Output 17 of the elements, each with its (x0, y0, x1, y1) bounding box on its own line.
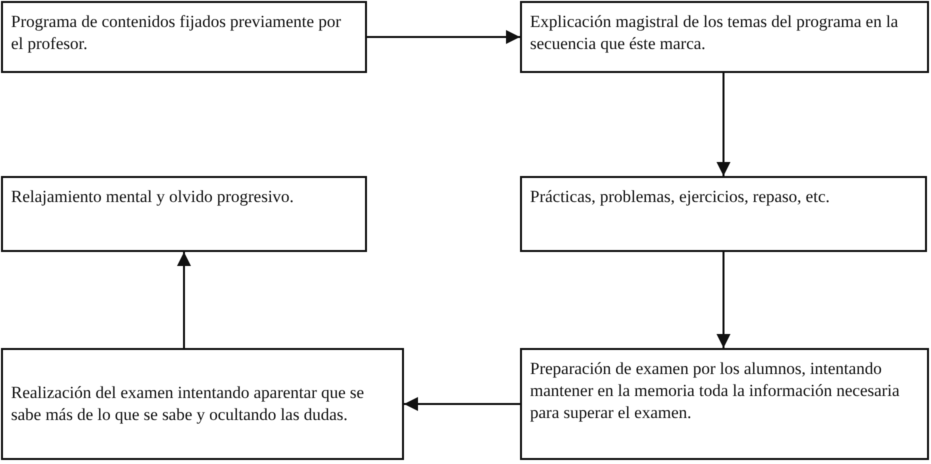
arrow (716, 73, 730, 176)
box-text: Preparación de examen por los alumnos, intentando mantener en la memoria toda la información necesaria para superar el examen. (530, 358, 901, 424)
arrow (177, 252, 191, 348)
box-text: Explicación magistral de los temas del programa en la secuencia que éste marca. (530, 11, 900, 55)
box-text: Relajamiento mental y olvido progresivo. (11, 186, 295, 208)
box-text: Programa de contenidos fijados previamente por el profesor. (11, 11, 342, 55)
box-text: Prácticas, problemas, ejercicios, repaso, etc. (530, 186, 831, 208)
process-box (520, 348, 929, 460)
process-box (520, 1, 929, 73)
arrow (716, 252, 730, 348)
arrow (367, 30, 520, 44)
process-box (1, 348, 404, 460)
process-box (520, 176, 927, 252)
box-text: Realización del examen intentando aparentar que se sabe más de lo que se sabe y ocultando las dudas. (11, 382, 366, 426)
process-box (1, 176, 367, 252)
arrow (404, 397, 520, 411)
process-box (1, 1, 367, 73)
